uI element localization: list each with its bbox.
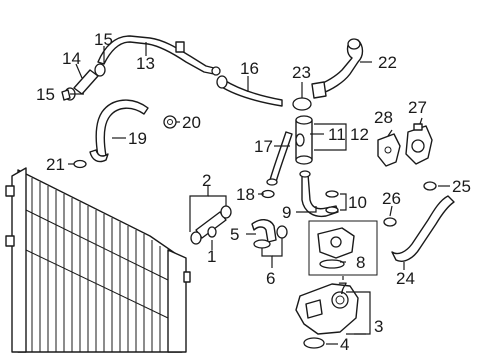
callout-9: 9 bbox=[282, 203, 291, 222]
leader-lines bbox=[68, 42, 450, 345]
callout-22: 22 bbox=[378, 53, 397, 72]
hose-1 bbox=[190, 205, 232, 245]
hose-24 bbox=[383, 181, 455, 262]
o-ring-23 bbox=[292, 97, 312, 111]
hose-19 bbox=[89, 99, 149, 163]
callout-13: 13 bbox=[136, 54, 155, 73]
callout-15-top: 15 bbox=[94, 30, 113, 49]
hose-17 bbox=[266, 131, 293, 186]
housing-27 bbox=[405, 123, 433, 165]
coolant-pipe-13 bbox=[97, 35, 221, 76]
pipe-9 bbox=[299, 170, 339, 218]
callout-7: 7 bbox=[338, 279, 347, 298]
o-ring-21 bbox=[73, 159, 87, 169]
callout-4: 4 bbox=[340, 335, 349, 354]
callout-23: 23 bbox=[292, 63, 311, 82]
radiator bbox=[5, 167, 191, 353]
callout-17: 17 bbox=[254, 137, 273, 156]
callout-15-left: 15 bbox=[36, 85, 55, 104]
callout-2: 2 bbox=[202, 171, 211, 190]
callout-18: 18 bbox=[236, 185, 255, 204]
callout-labels: 13 14 15 15 16 23 22 20 19 21 11 12 17 1… bbox=[36, 30, 471, 354]
callout-10: 10 bbox=[348, 193, 367, 212]
callout-6: 6 bbox=[266, 269, 275, 288]
callout-11: 11 bbox=[328, 125, 346, 144]
callout-25: 25 bbox=[452, 177, 471, 196]
clamp-20 bbox=[163, 115, 177, 129]
pipe-22 bbox=[311, 38, 364, 99]
callout-20: 20 bbox=[182, 113, 201, 132]
hose-6 bbox=[251, 219, 288, 249]
callout-21: 21 bbox=[46, 155, 65, 174]
hose-16 bbox=[216, 75, 283, 107]
callout-14: 14 bbox=[62, 49, 81, 68]
callout-28: 28 bbox=[374, 108, 393, 127]
pipe-assembly-11-12 bbox=[295, 115, 313, 165]
bracket-28 bbox=[377, 133, 401, 167]
callout-19: 19 bbox=[128, 129, 147, 148]
callout-26: 26 bbox=[382, 189, 401, 208]
callout-5: 5 bbox=[230, 225, 239, 244]
water-pump-3 bbox=[295, 283, 359, 349]
callout-27: 27 bbox=[408, 98, 427, 117]
callout-3: 3 bbox=[374, 317, 383, 336]
callout-24: 24 bbox=[396, 269, 415, 288]
callout-1: 1 bbox=[207, 247, 216, 266]
callout-12: 12 bbox=[350, 125, 369, 144]
callout-8: 8 bbox=[356, 253, 365, 272]
assembly-box-7 bbox=[308, 220, 378, 276]
callout-16: 16 bbox=[240, 59, 259, 78]
